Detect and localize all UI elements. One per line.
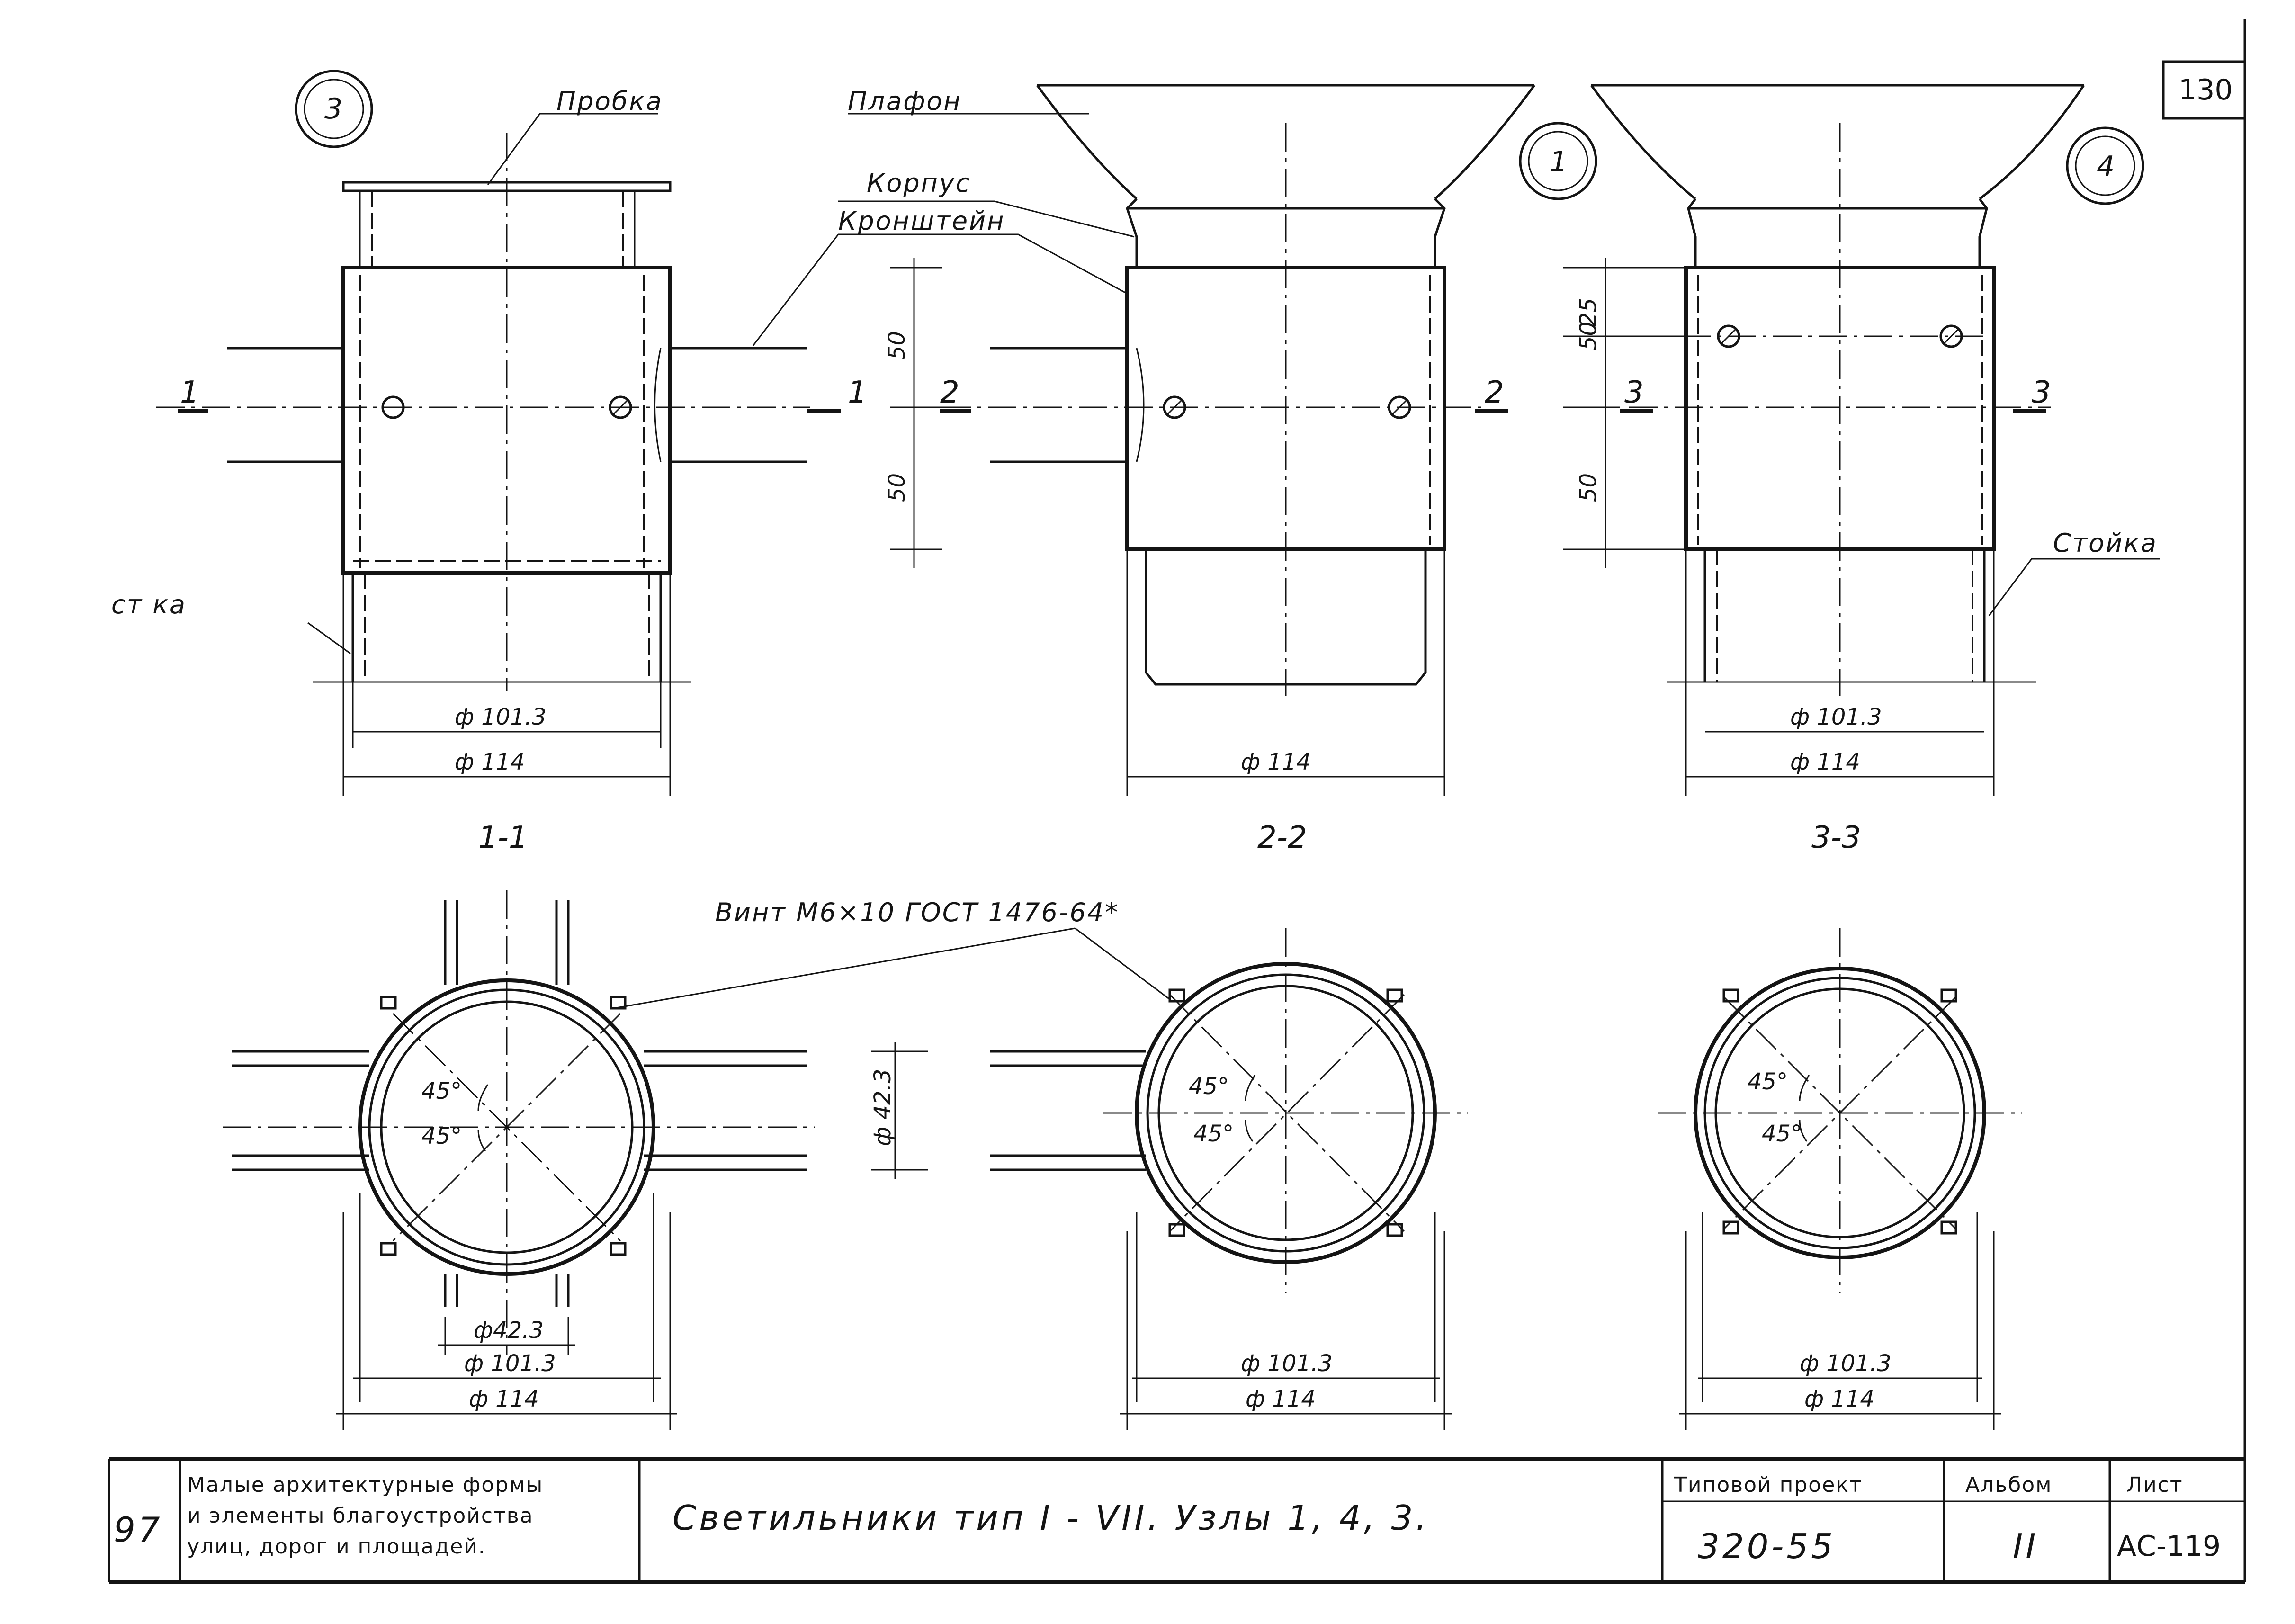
album-label: Альбом [1965,1473,2052,1497]
label-korpus: Корпус [867,168,971,198]
node-callout-1: 1 [1550,145,1568,179]
dim-101-plan1: ф 101.3 [464,1350,556,1377]
section-3-3-drawing [1563,84,2085,796]
section-mark-2-right: 2 [1485,375,1504,410]
org-line-2: и элементы благоустройства [187,1504,534,1528]
dim-50-c: 50 [1575,322,1602,350]
plan-3-drawing [1658,928,2022,1430]
node-callout-4: 4 [2097,150,2115,183]
section-1-1-drawing [156,133,942,796]
title-block-number: 97 [114,1510,163,1550]
dim-101-section1: ф 101.3 [455,704,547,730]
leader-lines [307,113,2160,1010]
angle-plan2-lower: 45° [1193,1121,1234,1147]
dim-101-plan2: ф 101.3 [1241,1350,1333,1377]
plan-2-drawing [990,928,1468,1430]
dim-50-d: 50 [1575,473,1602,502]
sheet-number: 130 [2178,73,2233,107]
dim-50-a: 50 [884,331,910,360]
section-mark-3-left: 3 [1624,375,1644,410]
dim-50-b: 50 [884,473,910,502]
node-callouts [295,70,2144,205]
angle-plan3-upper: 45° [1748,1068,1788,1095]
sheet-label: Лист [2126,1473,2183,1497]
section-title-2-2: 2-2 [1257,820,1307,855]
sheet-frame [108,19,2246,1584]
angle-plan3-lower: 45° [1762,1121,1802,1147]
dim-101-section3: ф 101.3 [1790,704,1882,730]
project-label: Типовой проект [1674,1473,1863,1497]
dim-114-section2: ф 114 [1241,749,1311,775]
dim-114-section1: ф 114 [455,749,525,775]
dim-114-plan1: ф 114 [469,1386,539,1412]
label-stoika-right: Стойка [2053,528,2158,558]
label-vint: Винт М6×10 ГОСТ 1476-64* [715,897,1119,927]
section-mark-3-right: 3 [2032,375,2051,410]
plan-1-drawing [223,890,928,1430]
label-stoika-left: ст ка [111,590,187,619]
dim-101-plan3: ф 101.3 [1800,1350,1892,1377]
section-title-3-3: 3-3 [1811,820,1861,855]
angle-plan1-upper: 45° [421,1078,462,1104]
dim-114-section3: ф 114 [1790,749,1860,775]
node-callout-3: 3 [324,92,342,126]
sheet-value: АС-119 [2117,1530,2221,1563]
section-2-2-drawing [940,84,1536,796]
dim-114-plan3: ф 114 [1804,1386,1874,1412]
section-title-1-1: 1-1 [478,820,528,855]
angle-plan1-lower: 45° [421,1123,462,1149]
label-probka: Пробка [556,86,663,116]
org-line-1: Малые архитектурные формы [187,1473,543,1497]
angle-plan2-upper: 45° [1189,1073,1229,1100]
section-mark-1-left: 1 [180,375,199,410]
section-mark-2-left: 2 [940,375,959,410]
label-plafon: Плафон [848,86,962,116]
org-line-3: улиц, дорог и площадей. [187,1534,486,1559]
dim-42-plan1: ф42.3 [474,1317,544,1344]
album-value: II [2013,1526,2038,1566]
project-value: 320-55 [1698,1526,1836,1566]
title-block-frame [179,1459,2245,1582]
label-kronshtein: Кронштейн [838,206,1005,236]
section-mark-1-right: 1 [848,375,867,410]
dim-42-vertical: ф 42.3 [870,1069,896,1146]
dim-114-plan2: ф 114 [1246,1386,1316,1412]
dim-25: 25 [1575,298,1602,327]
drawing-title: Светильники тип I - VII. Узлы 1, 4, 3. [672,1498,1429,1538]
